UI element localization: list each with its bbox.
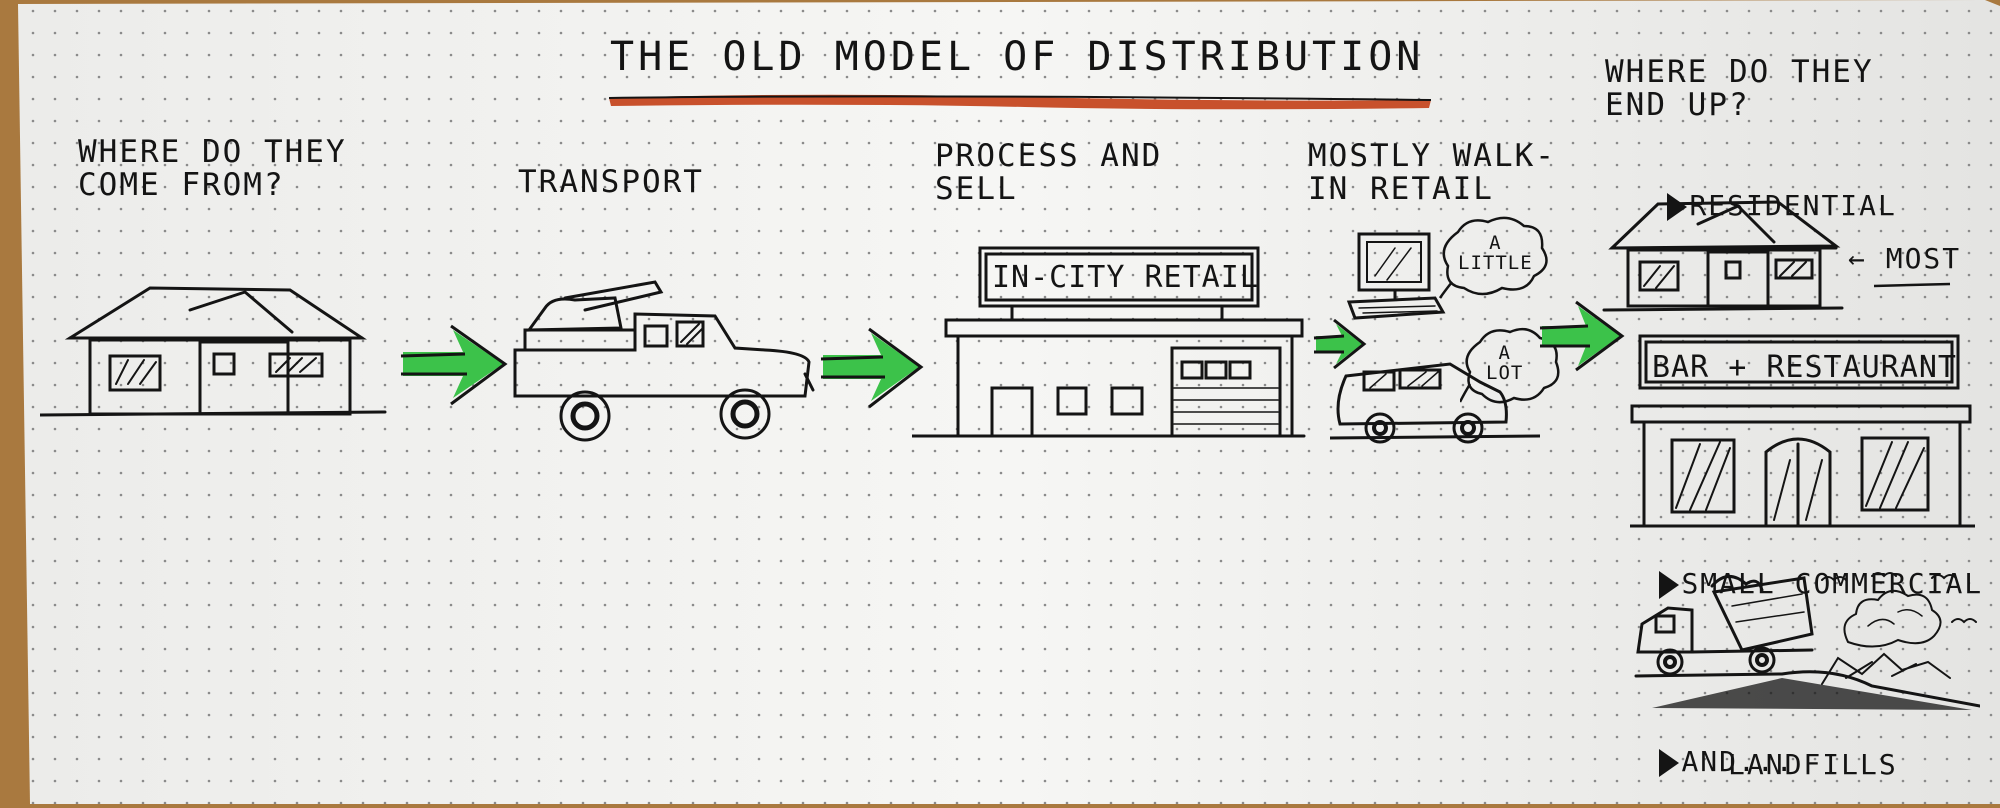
label-transport: TRANSPORT — [518, 164, 704, 200]
arrow-to-process — [820, 327, 924, 409]
computer-drawing — [1346, 232, 1446, 320]
dest-and: AND... — [1584, 718, 1795, 807]
label-process-sell: PROCESS AND SELL — [935, 138, 1163, 207]
restaurant-drawing — [1630, 334, 1975, 528]
restaurant-sign-text: BAR + RESTAURANT — [1652, 350, 1957, 385]
retail-store-drawing — [912, 246, 1306, 438]
bubble-lot — [1460, 327, 1560, 404]
dest-and-label: AND... — [1681, 745, 1795, 779]
car-drawing — [1330, 362, 1540, 444]
dump-truck-landfill-drawing — [1634, 572, 1980, 710]
bubble-little — [1438, 216, 1548, 299]
label-come-from: WHERE DO THEY COME FROM? — [78, 134, 347, 203]
dest-residential: RESIDENTIAL — [1592, 162, 1897, 251]
dest-landfills: LANDFILLS — [1728, 748, 1898, 781]
arrow-to-destinations — [1539, 300, 1625, 372]
bullet-triangle-icon — [1667, 193, 1688, 222]
bubble-little-text: A LITTLE — [1458, 232, 1533, 274]
store-sign-text: IN-CITY RETAIL — [992, 260, 1259, 295]
bubble-lot-text: A LOT — [1486, 342, 1524, 384]
label-end-up: WHERE DO THEY END UP? — [1605, 54, 1874, 123]
arrow-to-car — [1313, 318, 1367, 370]
most-note: ← MOST — [1848, 242, 1962, 275]
most-underline — [1873, 282, 1951, 288]
source-house-drawing — [40, 286, 387, 417]
pickup-truck-drawing — [513, 280, 815, 442]
residential-house-drawing — [1602, 200, 1844, 312]
arrow-to-transport — [400, 324, 508, 406]
label-walk-in-retail: MOSTLY WALK- IN RETAIL — [1308, 138, 1556, 207]
dest-residential-label: RESIDENTIAL — [1689, 189, 1897, 223]
page-title: THE OLD MODEL OF DISTRIBUTION — [610, 34, 1425, 80]
title-underline — [608, 94, 1432, 110]
bullet-triangle-icon — [1659, 571, 1680, 600]
bullet-triangle-icon — [1659, 749, 1680, 778]
